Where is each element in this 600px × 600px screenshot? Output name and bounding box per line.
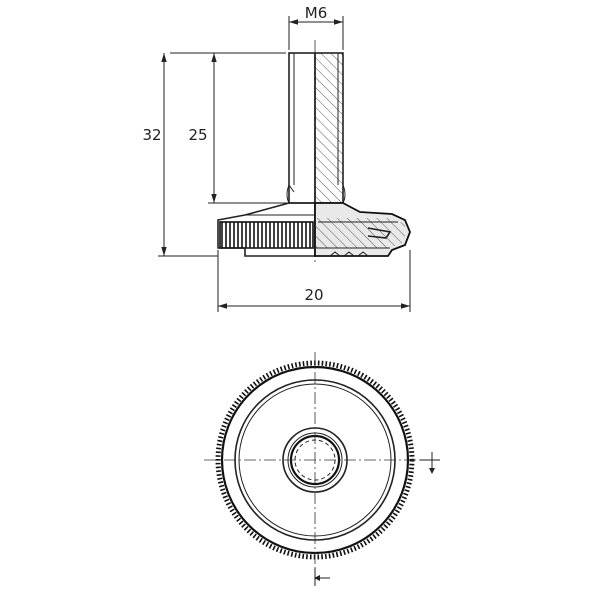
label-thread-length: 25 (188, 126, 207, 144)
label-overall-height: 32 (142, 126, 161, 144)
knurled-edge (219, 221, 314, 249)
dimension-thread-length: 25 (188, 53, 289, 204)
dimension-thread: M6 (288, 4, 344, 50)
threaded-stud (286, 52, 346, 204)
top-view (204, 352, 440, 586)
base-flange (217, 202, 411, 257)
side-view: M6 32 25 20 (142, 4, 411, 312)
view-marker-bottom (314, 568, 330, 586)
dimension-overall-height: 32 (142, 52, 286, 257)
view-marker-right (420, 452, 440, 474)
label-thread: M6 (305, 4, 328, 22)
dimension-base-diameter: 20 (217, 250, 411, 312)
label-base-diameter: 20 (304, 286, 323, 304)
